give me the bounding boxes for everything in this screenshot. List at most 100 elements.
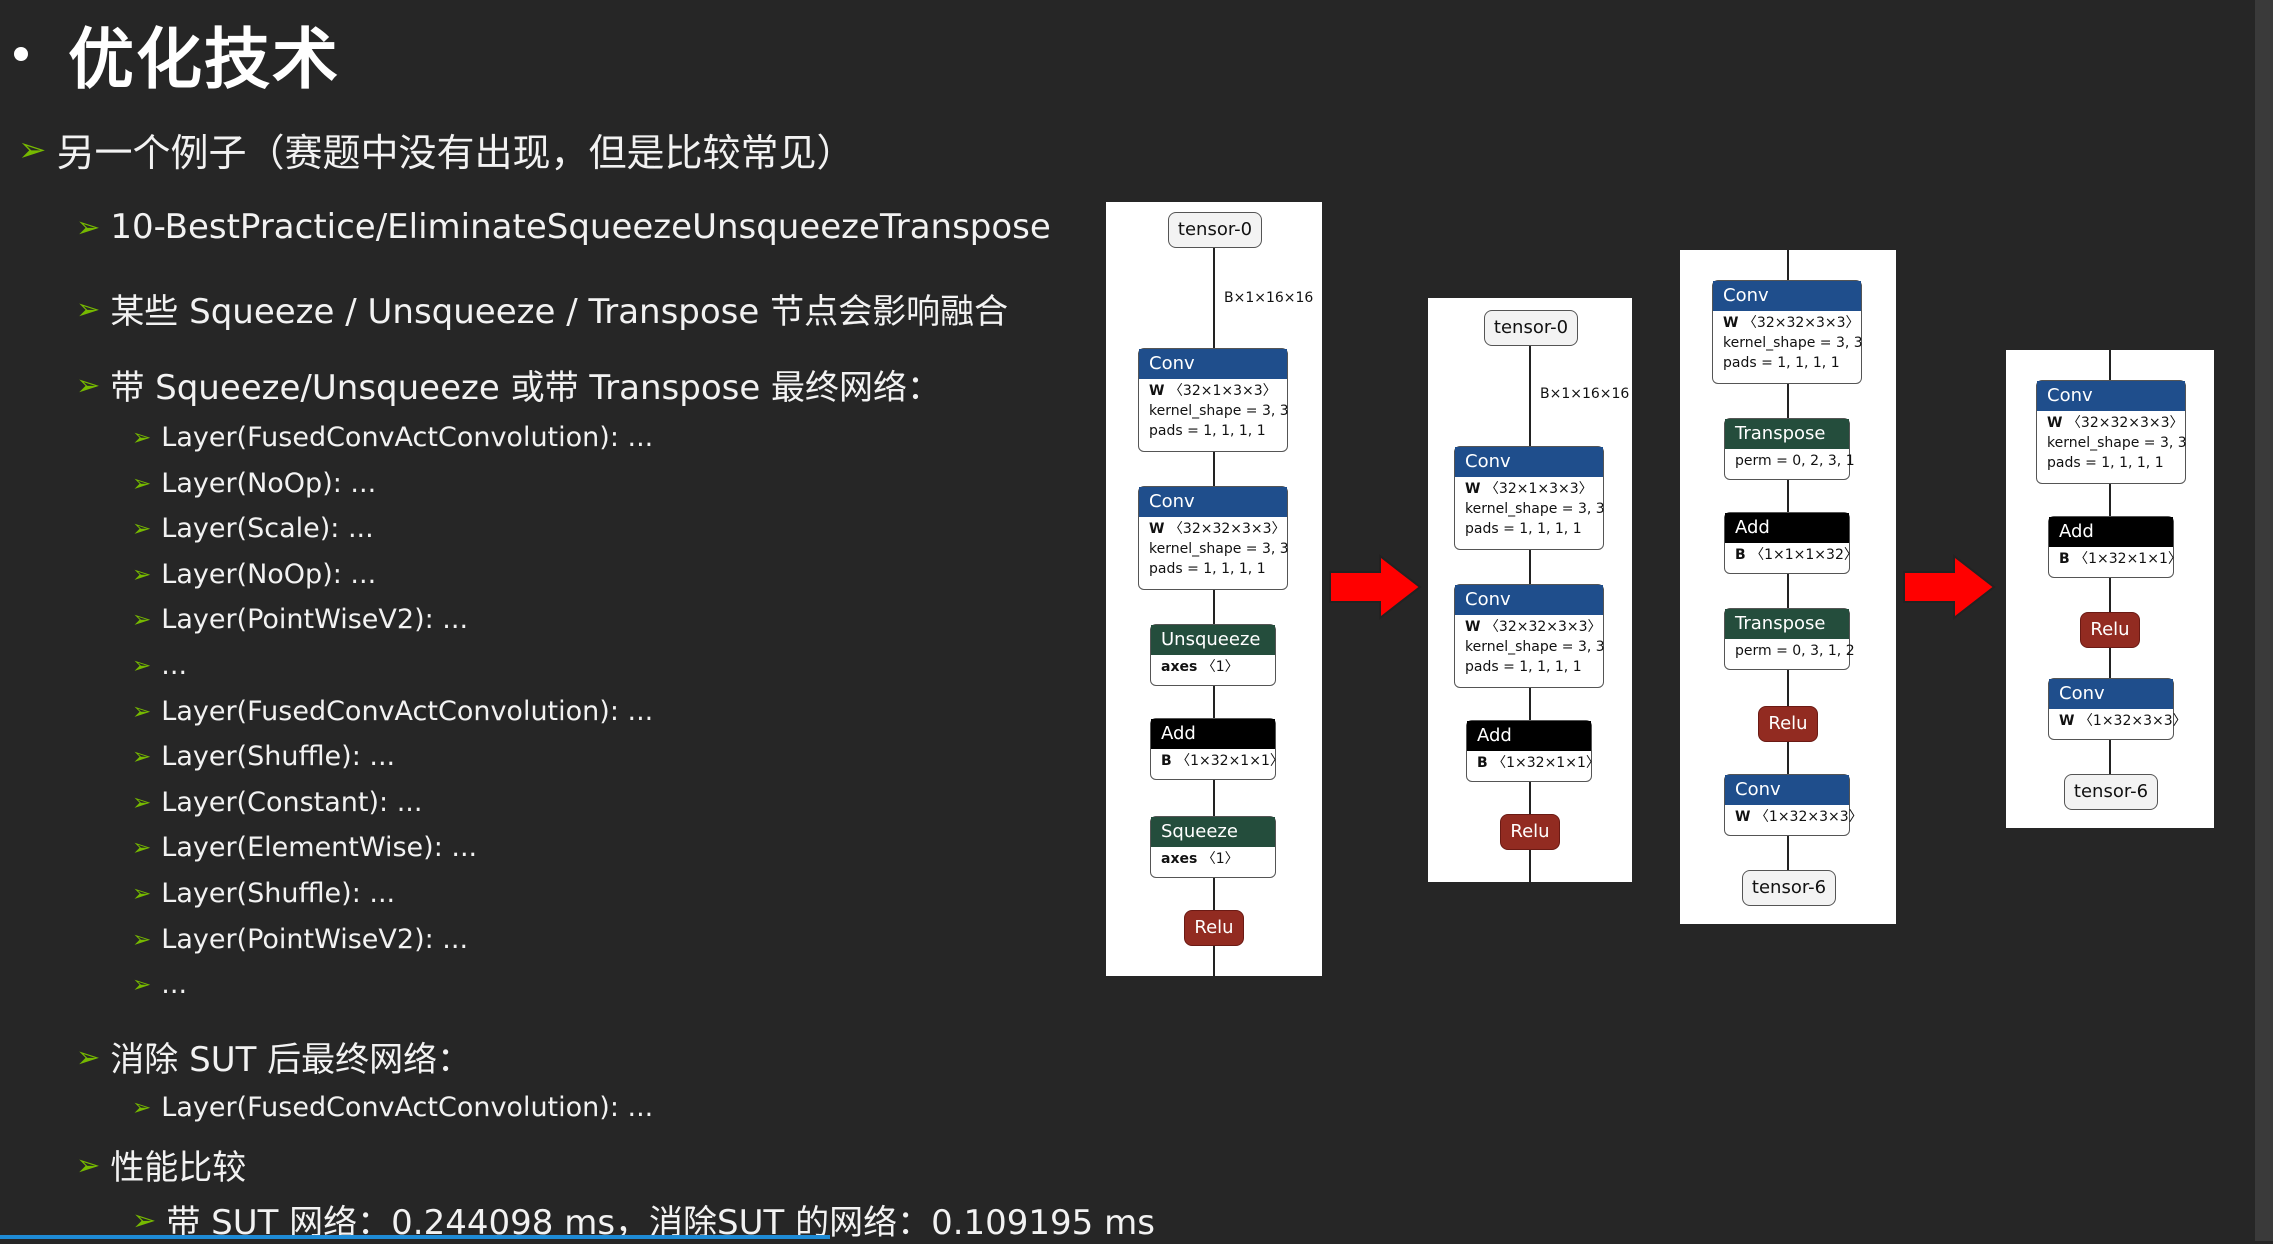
with-layer-item: ➢ Layer(FusedConvActConvolution): ... [132, 422, 653, 453]
transform-arrow-icon [1903, 553, 1996, 621]
node-op: Conv [1455, 585, 1603, 615]
arrow-bullet-icon: ➢ [76, 367, 101, 402]
add-node: Add B 〈1×1×1×32〉 [1724, 512, 1858, 574]
node-attrs: W 〈1×32×3×3〉 [1735, 809, 1863, 825]
title-row: 优化技术 [14, 6, 340, 102]
edge [2109, 484, 2111, 516]
conv-node: Conv W 〈32×1×3×3〉 kernel_shape = 3, 3 pa… [1454, 446, 1605, 550]
tensor-node: tensor-6 [2064, 774, 2158, 810]
edge [1787, 574, 1789, 608]
arrow-bullet-icon: ➢ [132, 470, 152, 497]
node-op: Conv [1713, 281, 1861, 311]
bullet-note-text: 某些 Squeeze / Unsqueeze / Transpose 节点会影响… [110, 292, 1009, 332]
edge [1213, 590, 1215, 624]
with-layer-text: Layer(PointWiseV2): ... [161, 924, 469, 955]
relu-node: Relu [1184, 910, 1244, 946]
edge [1529, 782, 1531, 814]
right-edge-strip [2255, 0, 2273, 1241]
bullet-path-text: 10-BestPractice/EliminateSqueezeUnsqueez… [110, 207, 1051, 247]
graph-panel-4: Conv W 〈32×32×3×3〉 kernel_shape = 3, 3 p… [2006, 350, 2214, 828]
node-attrs: B 〈1×32×1×1〉 [2059, 551, 2182, 567]
edge [1213, 780, 1215, 816]
without-layer-text: Layer(FusedConvActConvolution): ... [161, 1092, 654, 1123]
arrow-bullet-icon: ➢ [132, 926, 152, 953]
node-op: Add [1467, 721, 1591, 751]
edge [2109, 740, 2111, 774]
edge-shape-label: B×1×16×16 [1540, 386, 1630, 402]
edge [1787, 742, 1789, 774]
node-op: Add [2049, 517, 2173, 547]
with-layer-text: ... [161, 969, 188, 1000]
with-layer-text: Layer(ElementWise): ... [161, 832, 478, 863]
bullet-without-header-text: 消除 SUT 后最终网络： [110, 1040, 472, 1080]
bullet-main: ➢ 另一个例子（赛题中没有出现，但是比较常见） [18, 122, 855, 177]
tensor-node: tensor-0 [1168, 212, 1262, 248]
edge [1787, 836, 1789, 870]
graph-panel-2: tensor-0 B×1×16×16 Conv W 〈32×1×3×3〉 ker… [1428, 298, 1632, 882]
without-layer-item: ➢ Layer(FusedConvActConvolution): ... [132, 1092, 653, 1123]
edge [2109, 350, 2111, 380]
arrow-bullet-icon: ➢ [132, 606, 152, 633]
node-attrs: W 〈32×32×3×3〉 kernel_shape = 3, 3 pads =… [2047, 415, 2187, 471]
unsqueeze-node: Unsqueeze axes 〈1〉 [1150, 624, 1276, 686]
tensor-node: tensor-0 [1484, 310, 1578, 346]
edge [1213, 686, 1215, 718]
with-layer-text: Layer(FusedConvActConvolution): ... [161, 422, 654, 453]
arrow-bullet-icon: ➢ [132, 1202, 157, 1237]
node-attrs: W 〈32×1×3×3〉 kernel_shape = 3, 3 pads = … [1465, 481, 1605, 537]
with-layer-text: Layer(Scale): ... [161, 513, 374, 544]
with-layer-item: ➢Layer(NoOp): ... [132, 468, 376, 499]
edge [1213, 248, 1215, 348]
with-layer-text: Layer(PointWiseV2): ... [161, 604, 469, 635]
edge [1529, 850, 1531, 882]
edge-shape-label: B×1×16×16 [1224, 290, 1314, 306]
arrow-bullet-icon: ➢ [132, 652, 152, 679]
bullet-note: ➢ 某些 Squeeze / Unsqueeze / Transpose 节点会… [76, 284, 1008, 333]
transform-arrow-icon [1329, 553, 1422, 621]
bullet-main-text: 另一个例子（赛题中没有出现，但是比较常见） [56, 131, 855, 175]
bullet-perf-header-text: 性能比较 [110, 1148, 247, 1188]
bullet-with-header: ➢ 带 Squeeze/Unsqueeze 或带 Transpose 最终网络： [76, 360, 941, 409]
edge [1529, 346, 1531, 446]
arrow-bullet-icon: ➢ [132, 515, 152, 542]
arrow-bullet-icon: ➢ [132, 1094, 152, 1121]
arrow-bullet-icon: ➢ [76, 1147, 101, 1182]
node-attrs: B 〈1×32×1×1〉 [1161, 753, 1284, 769]
with-layer-item: ➢Layer(Shuffle): ... [132, 741, 395, 772]
slide-title: 优化技术 [68, 21, 340, 98]
with-layer-item: ➢ Layer(PointWiseV2): ... [132, 924, 468, 955]
arrow-bullet-icon: ➢ [76, 291, 101, 326]
tensor-node: tensor-6 [1742, 870, 1836, 906]
arrow-bullet-icon: ➢ [132, 971, 152, 998]
node-op: Conv [2037, 381, 2185, 411]
node-op: Unsqueeze [1151, 625, 1275, 655]
with-layer-item: ➢... [132, 969, 187, 1000]
arrow-bullet-icon: ➢ [132, 424, 152, 451]
with-layer-item: ➢Layer(ElementWise): ... [132, 832, 477, 863]
transpose-node: Transpose perm = 0, 3, 1, 2 [1724, 608, 1855, 670]
node-attrs: B 〈1×32×1×1〉 [1477, 755, 1600, 771]
node-op: Conv [1455, 447, 1603, 477]
node-attrs: W 〈32×32×3×3〉 kernel_shape = 3, 3 pads =… [1723, 315, 1863, 371]
node-attrs: W 〈32×1×3×3〉 kernel_shape = 3, 3 pads = … [1149, 383, 1289, 439]
node-op: Transpose [1725, 609, 1849, 639]
node-op: Squeeze [1151, 817, 1275, 847]
with-layer-text: Layer(Shuffle): ... [161, 878, 396, 909]
relu-node: Relu [2080, 612, 2140, 648]
edge [1787, 384, 1789, 418]
arrow-bullet-icon: ➢ [132, 743, 152, 770]
node-attrs: perm = 0, 3, 1, 2 [1735, 643, 1855, 659]
with-layer-text: Layer(NoOp): ... [161, 559, 377, 590]
node-attrs: axes 〈1〉 [1161, 851, 1239, 867]
transpose-node: Transpose perm = 0, 2, 3, 1 [1724, 418, 1855, 480]
with-layer-text: Layer(Constant): ... [161, 787, 423, 818]
add-node: Add B 〈1×32×1×1〉 [1150, 718, 1284, 780]
node-attrs: perm = 0, 2, 3, 1 [1735, 453, 1855, 469]
add-node: Add B 〈1×32×1×1〉 [1466, 720, 1600, 782]
arrow-bullet-icon: ➢ [132, 880, 152, 907]
edge [1787, 480, 1789, 512]
edge [1787, 670, 1789, 706]
edge [1213, 452, 1215, 486]
arrow-bullet-icon: ➢ [132, 561, 152, 588]
arrow-bullet-icon: ➢ [132, 789, 152, 816]
